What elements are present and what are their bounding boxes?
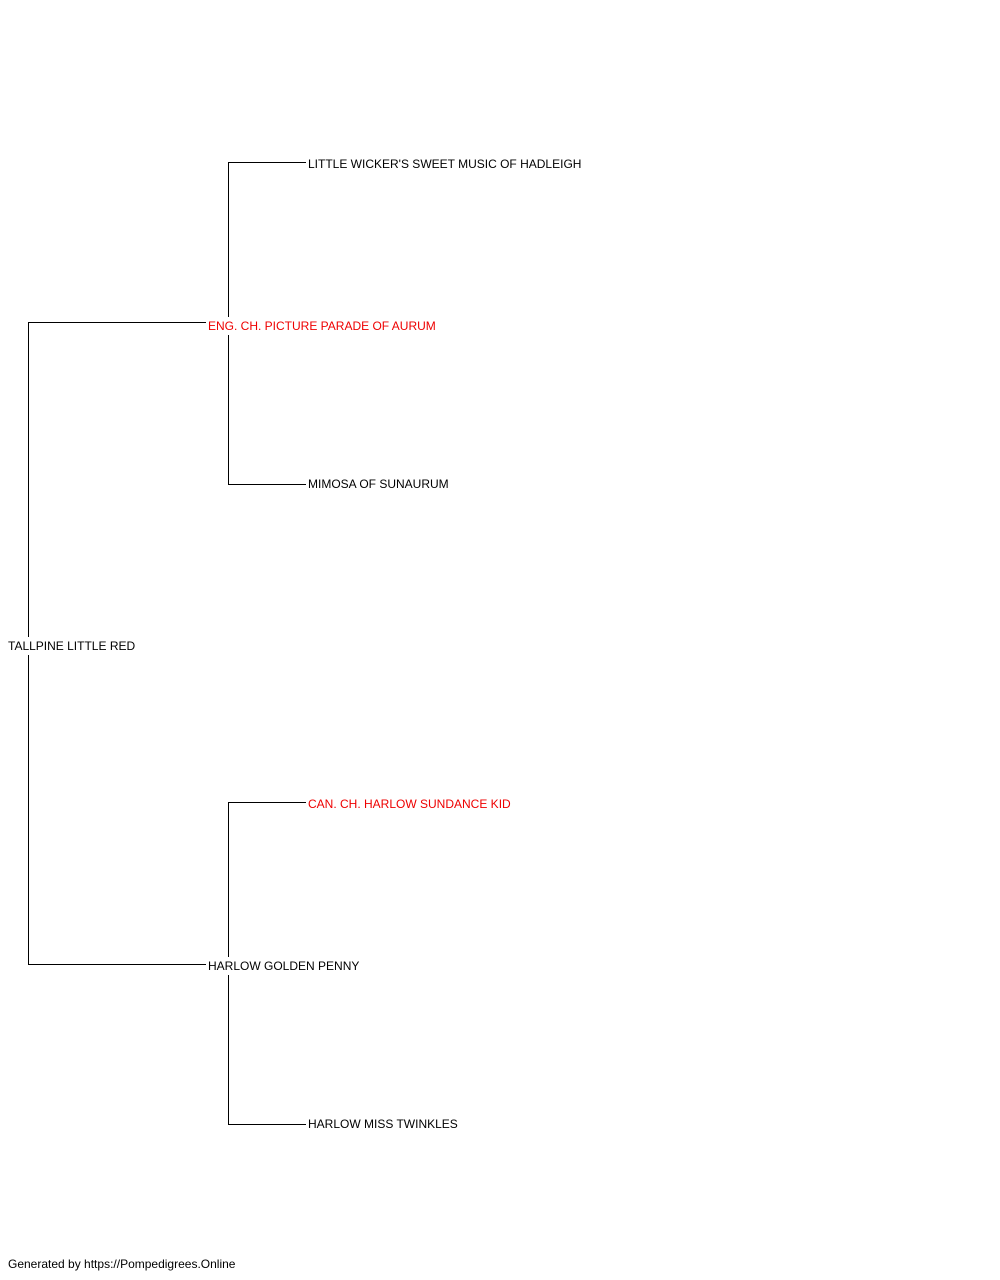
connector-dam-to-dam-sire xyxy=(228,802,306,803)
dam-sire-name: CAN. CH. HARLOW SUNDANCE KID xyxy=(308,797,511,811)
dam-dam-name: HARLOW MISS TWINKLES xyxy=(308,1117,458,1131)
sire-dam-name: MIMOSA OF SUNAURUM xyxy=(308,477,449,491)
sire-name: ENG. CH. PICTURE PARADE OF AURUM xyxy=(208,317,436,335)
connector-sire-to-sire-sire xyxy=(228,162,306,163)
connector-subject-to-sire xyxy=(28,322,206,323)
connector-sire-to-sire-dam xyxy=(228,484,306,485)
dam-name: HARLOW GOLDEN PENNY xyxy=(208,957,360,975)
connector-subject-to-dam xyxy=(28,964,206,965)
subject-name: TALLPINE LITTLE RED xyxy=(8,637,136,655)
sire-sire-name: LITTLE WICKER'S SWEET MUSIC OF HADLEIGH xyxy=(308,157,582,171)
generated-by-footer: Generated by https://Pompedigrees.Online xyxy=(8,1257,236,1271)
connector-dam-to-dam-dam xyxy=(228,1124,306,1125)
